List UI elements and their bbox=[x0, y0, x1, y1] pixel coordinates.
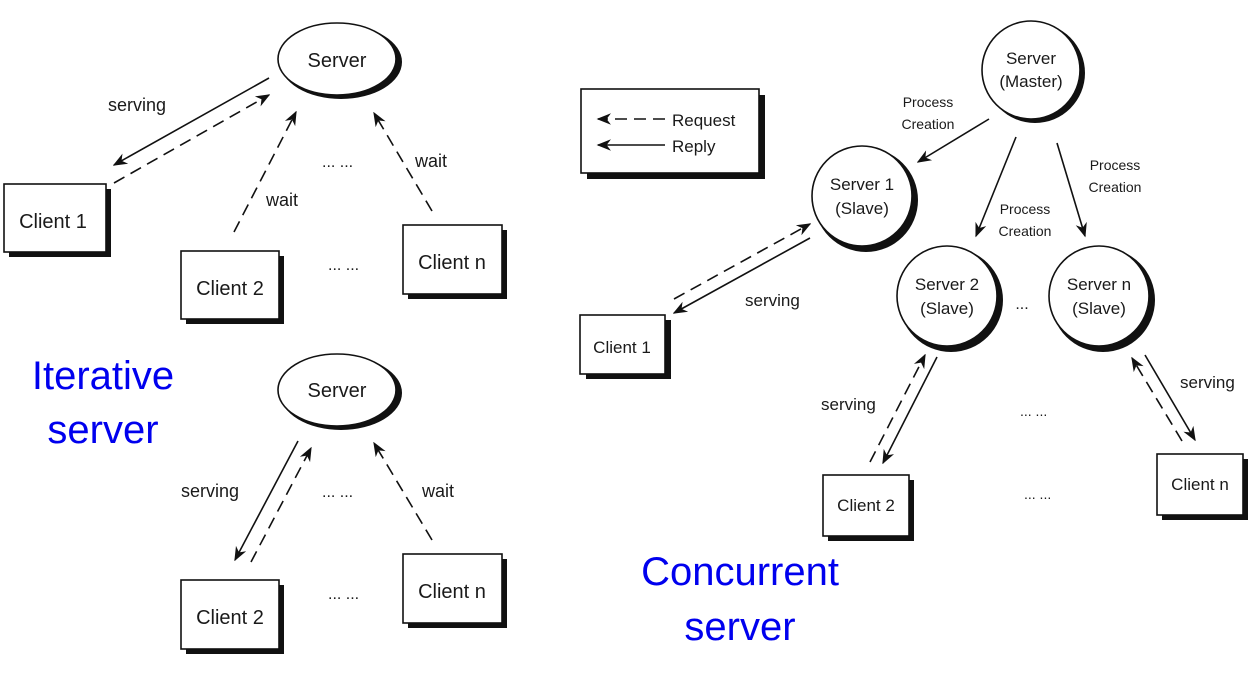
client2-label: Client 2 bbox=[196, 607, 264, 629]
server-label: Server bbox=[308, 380, 367, 402]
wait-label: wait bbox=[265, 190, 298, 210]
master-label-line1: Server bbox=[1006, 49, 1056, 68]
clientn-node: Client n bbox=[1156, 453, 1248, 520]
slave2-node: Server 2 (Slave) bbox=[896, 245, 1003, 352]
reply-arrow bbox=[1144, 354, 1196, 442]
reply-arrow bbox=[234, 440, 299, 562]
server-node bbox=[277, 22, 397, 96]
serving-label: serving bbox=[181, 481, 239, 501]
client2-node: Client 2 bbox=[180, 250, 284, 324]
serving-label: serving bbox=[745, 291, 800, 310]
process-creation-label: Process bbox=[1090, 157, 1141, 173]
process-creation-arrow bbox=[916, 118, 990, 163]
slaven-node: Server n (Slave) bbox=[1048, 245, 1155, 352]
wait-label: wait bbox=[414, 151, 447, 171]
slaven-label-line2: (Slave) bbox=[1072, 299, 1126, 318]
ellipsis: ... ... bbox=[328, 257, 359, 274]
wait-request-arrow bbox=[233, 110, 297, 233]
process-creation-label: Creation bbox=[902, 116, 955, 132]
ellipsis: ... ... bbox=[1020, 403, 1047, 419]
reply-arrow bbox=[672, 237, 811, 314]
concurrent-title-line2: server bbox=[684, 605, 795, 649]
iterative-server-bottom: Server bbox=[277, 353, 402, 430]
iterative-server-top: Server bbox=[277, 22, 402, 99]
slave2-label-line2: (Slave) bbox=[920, 299, 974, 318]
clientn-label: Client n bbox=[1171, 475, 1229, 494]
client2-label: Client 2 bbox=[837, 496, 895, 515]
ellipsis: ... ... bbox=[322, 484, 353, 501]
process-creation-label: Process bbox=[1000, 201, 1051, 217]
server-label: Server bbox=[308, 50, 367, 72]
process-creation-label: Creation bbox=[1089, 179, 1142, 195]
client1-node: Client 1 bbox=[579, 314, 671, 379]
reply-arrow bbox=[882, 356, 938, 465]
slave1-node: Server 1 (Slave) bbox=[811, 145, 918, 252]
master-label-line2: (Master) bbox=[999, 72, 1062, 91]
process-creation-label: Process bbox=[903, 94, 954, 110]
iterative-title-line1: Iterative bbox=[32, 354, 174, 398]
ellipsis: ... ... bbox=[328, 586, 359, 603]
client1-label: Client 1 bbox=[19, 211, 87, 233]
iterative-title-line2: server bbox=[47, 408, 158, 452]
process-creation-arrow bbox=[975, 136, 1017, 238]
request-arrow bbox=[869, 353, 926, 463]
request-arrow bbox=[113, 94, 271, 184]
client2-node: Client 2 bbox=[180, 579, 284, 654]
master-server-node: Server (Master) bbox=[981, 20, 1085, 123]
wait-label: wait bbox=[421, 481, 454, 501]
concurrent-title-line1: Concurrent bbox=[641, 550, 839, 594]
request-arrow bbox=[250, 446, 312, 563]
ellipsis: ... ... bbox=[322, 154, 353, 171]
legend: Request Reply bbox=[580, 88, 765, 179]
clientn-label: Client n bbox=[418, 252, 486, 274]
client2-node: Client 2 bbox=[822, 474, 914, 541]
client1-label: Client 1 bbox=[593, 338, 651, 357]
serving-label: serving bbox=[108, 95, 166, 115]
clientn-node: Client n bbox=[402, 224, 507, 299]
clientn-node: Client n bbox=[402, 553, 507, 628]
slave1-label-line2: (Slave) bbox=[835, 199, 889, 218]
slave1-label-line1: Server 1 bbox=[830, 175, 894, 194]
request-arrow bbox=[673, 223, 812, 300]
reply-arrow bbox=[112, 77, 270, 166]
process-creation-label: Creation bbox=[999, 223, 1052, 239]
serving-label: serving bbox=[821, 395, 876, 414]
process-creation-arrow bbox=[1056, 142, 1087, 238]
clientn-label: Client n bbox=[418, 581, 486, 603]
slave2-label-line1: Server 2 bbox=[915, 275, 979, 294]
legend-reply-label: Reply bbox=[672, 137, 716, 156]
serving-label: serving bbox=[1180, 373, 1235, 392]
ellipsis: ... ... bbox=[1024, 486, 1051, 502]
server-node bbox=[277, 353, 397, 427]
client2-label: Client 2 bbox=[196, 278, 264, 300]
legend-request-label: Request bbox=[672, 111, 736, 130]
slaven-label-line1: Server n bbox=[1067, 275, 1131, 294]
slave-ellipsis: ... bbox=[1015, 296, 1028, 313]
request-arrow bbox=[1131, 356, 1183, 442]
client1-node: Client 1 bbox=[3, 183, 111, 257]
